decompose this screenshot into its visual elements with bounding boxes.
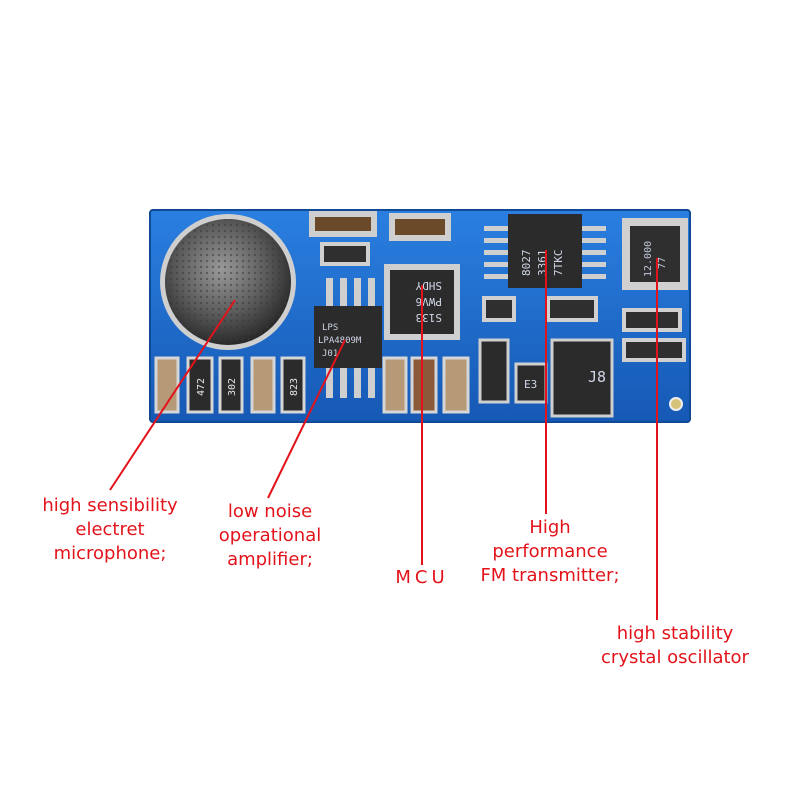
crystal-marking-1: 12.000: [643, 241, 654, 277]
callout-microphone-line-3: microphone;: [53, 543, 167, 564]
callout-lines: [109, 250, 658, 620]
callout-label-crystal: high stability crystal oscillator: [590, 622, 760, 670]
smd-capacitors-top: [309, 211, 451, 266]
mcu-marking-1: S133: [416, 311, 443, 324]
mcu-marking-2: PWV6: [416, 295, 443, 308]
transistor-2: J8: [550, 338, 614, 418]
callout-amplifier-line-2: operational: [218, 525, 322, 546]
callout-microphone-line-2: electret: [75, 519, 145, 540]
opamp-marking-1: LPS: [322, 323, 338, 333]
callout-amplifier-line-1: low noise: [227, 501, 313, 522]
crystal-oscillator: 12.000 77: [622, 218, 688, 290]
transistor-2-marking: J8: [588, 368, 606, 386]
callout-mcu-line-1: MCU: [395, 567, 449, 588]
fm-marking-1: 8027: [520, 250, 533, 277]
opamp-marking-2: LPA4809M: [318, 336, 362, 346]
fm-marking-3: 7TKC: [552, 250, 565, 277]
antenna-pad: [669, 397, 683, 411]
fm-marking-2: 3361: [536, 250, 549, 277]
callout-crystal-line-1: high stability: [616, 623, 734, 644]
callout-line-amplifier: [267, 339, 346, 499]
resistor-1-marking: 472: [196, 378, 207, 396]
resistor-3-marking: 823: [289, 378, 300, 396]
transistor-1: E3: [478, 338, 548, 404]
callout-crystal-line-2: crystal oscillator: [601, 647, 749, 668]
electret-microphone: [160, 214, 296, 350]
mcu-marking-3: SHDY: [415, 279, 442, 292]
callout-label-amplifier: low noise operational amplifier;: [205, 500, 335, 572]
transistor-1-marking: E3: [524, 378, 537, 391]
callout-line-microphone: [109, 299, 236, 491]
resistor-2-marking: 302: [227, 378, 238, 396]
opamp-chip: LPS LPA4809M J01: [314, 278, 382, 398]
crystal-marking-2: 77: [657, 257, 668, 269]
callout-fm-line-1: High: [529, 517, 571, 538]
callout-label-fm: High performance FM transmitter;: [470, 516, 630, 588]
resistor-row: 472 302 823: [154, 356, 470, 414]
callout-amplifier-line-3: amplifier;: [227, 549, 313, 570]
callout-label-microphone: high sensibility electret microphone;: [30, 494, 190, 566]
callout-fm-line-2: performance: [492, 541, 608, 562]
opamp-marking-3: J01: [322, 349, 338, 359]
callout-label-mcu: MCU: [380, 566, 464, 590]
callout-fm-line-3: FM transmitter;: [480, 565, 620, 586]
smd-components-right: [482, 296, 686, 362]
callout-microphone-line-1: high sensibility: [42, 495, 178, 516]
